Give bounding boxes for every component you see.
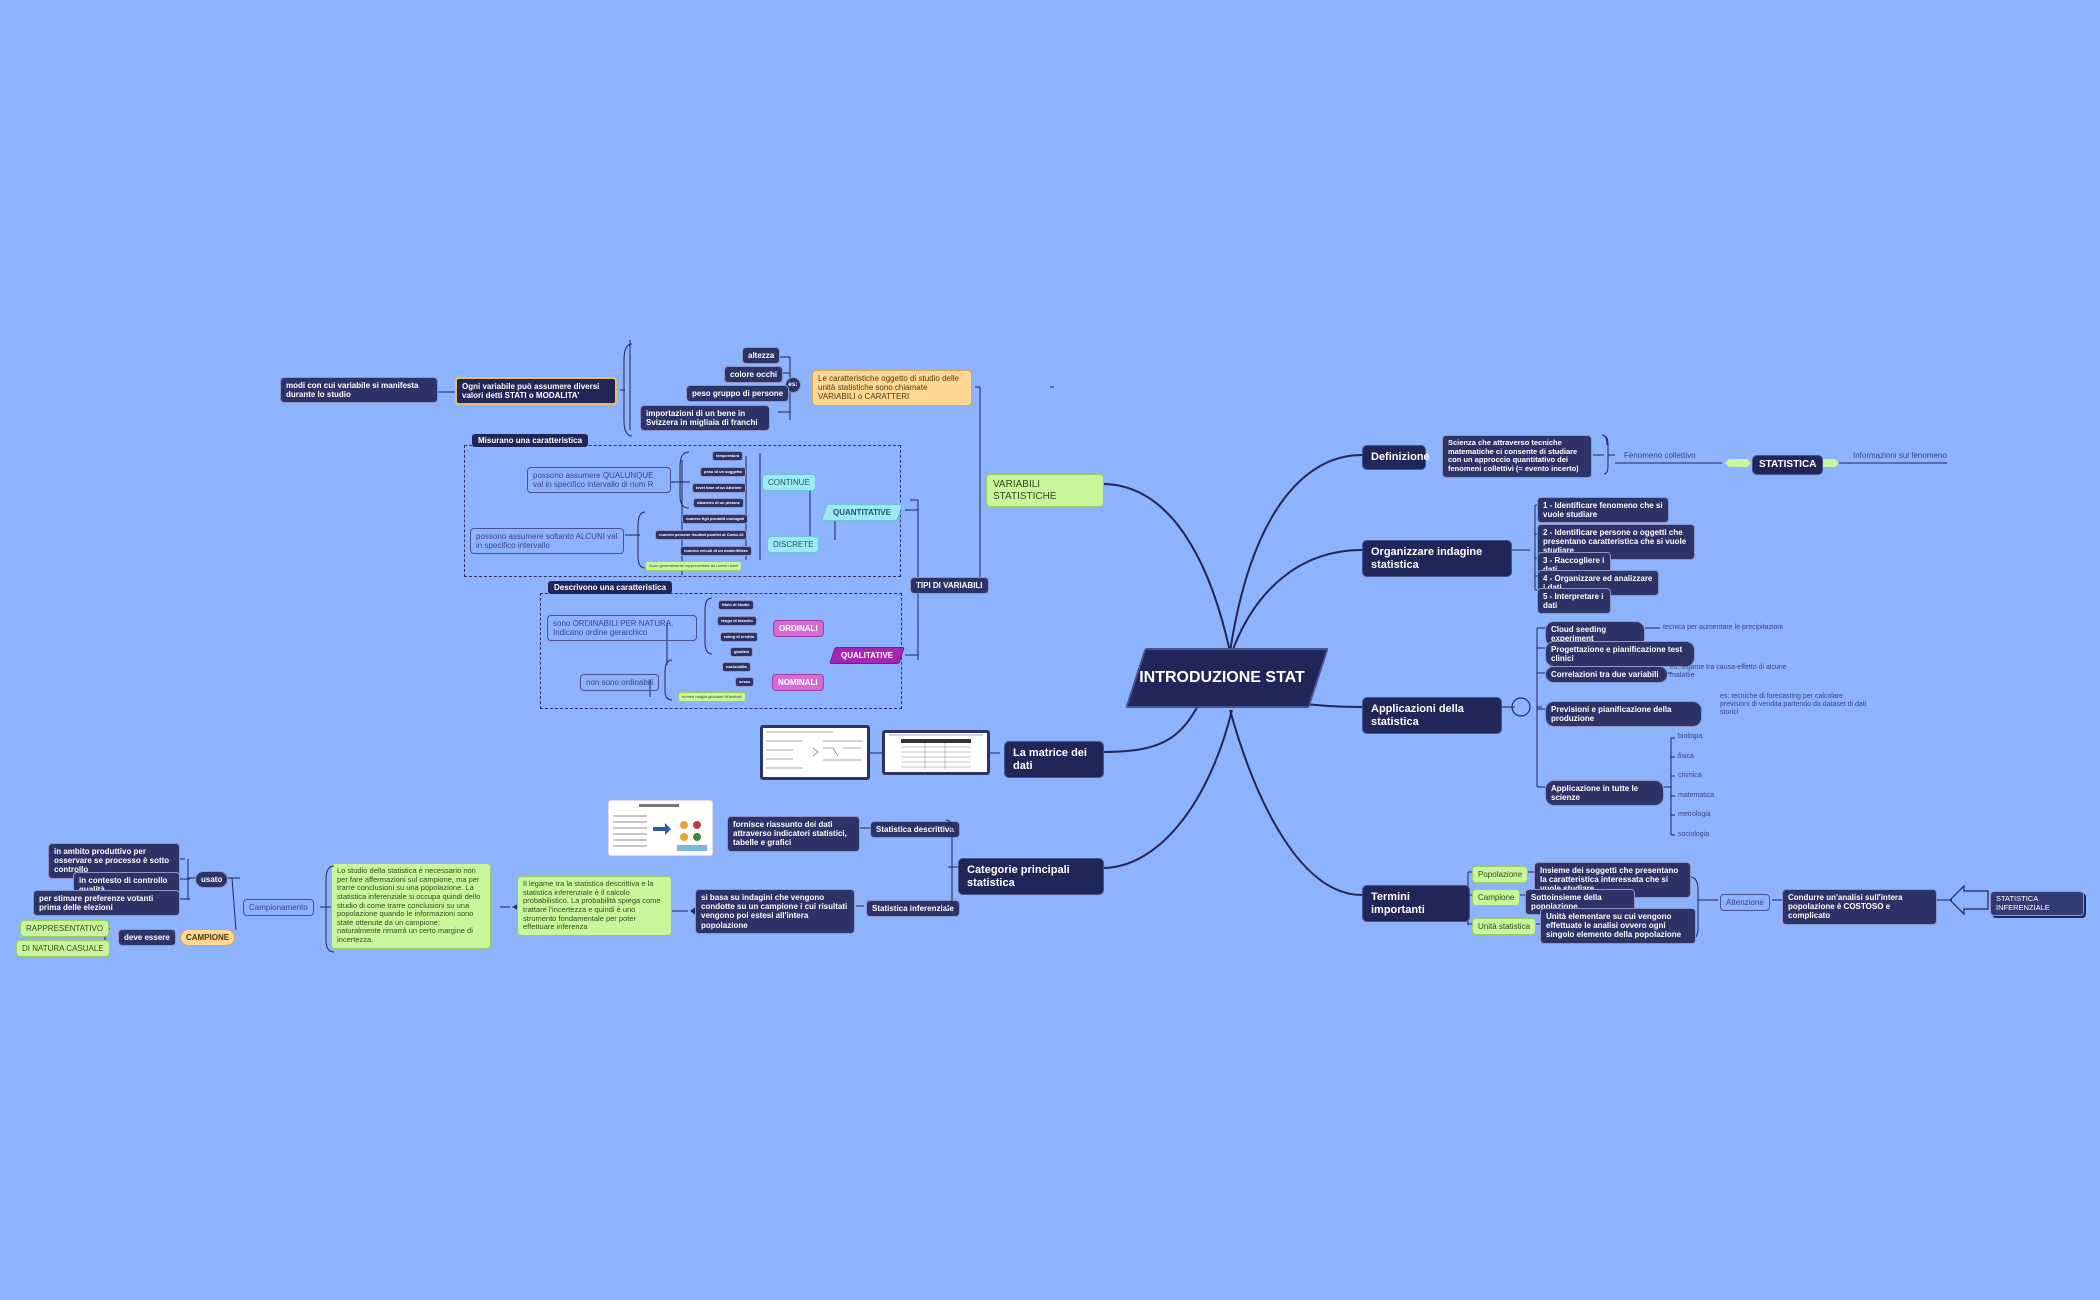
test-clinici: Progettazione e pianificazione test clin…	[1545, 641, 1695, 668]
campionamento-node[interactable]: Campionamento	[243, 899, 314, 917]
attenzione-text: Condurre un'analisi sull'intera popolazi…	[1782, 889, 1937, 925]
step-1: 1 - Identificare fenomeno che si vuole s…	[1537, 497, 1669, 524]
continue-node[interactable]: CONTINUE	[762, 474, 816, 492]
usato-node: usato	[195, 871, 229, 889]
rappresentativo-tag: RAPPRESENTATIVO	[20, 920, 110, 938]
esempio-colore: colore occhi	[724, 366, 784, 384]
continue-ex-2: level time of an Athelete	[692, 483, 746, 494]
step-5: 5 - Interpretare i dati	[1537, 588, 1611, 615]
modalita-node: Ogni variabile può assumere diversi valo…	[455, 377, 617, 406]
continue-desc: possono assumere QUALUNQUE val in specif…	[527, 467, 671, 494]
discrete-ex-0: numero figli prodotti coniugati	[682, 514, 748, 525]
cloud-seeding-note: tecnica per aumentare le precipitazioni	[1663, 624, 1783, 631]
nominali-note: numeri maglia giocatori di football	[678, 692, 746, 703]
caratteristiche-node: Le caratteristiche oggetto di studio del…	[812, 370, 972, 406]
continue-ex-3: diametro di un pistone	[693, 498, 744, 509]
scienza-matematica: matematica	[1678, 792, 1715, 799]
unita-def: Unità elementare su cui vengono effettua…	[1540, 908, 1696, 944]
nominali-ex-0: nazionalità	[722, 662, 751, 673]
informazioni-label: Informazioni sul fenomeno	[1853, 451, 1947, 460]
modi-node: modi con cui variabile si manifesta dura…	[280, 377, 438, 404]
ordinali-ex-0: titolo di studio	[718, 600, 754, 611]
scienza-biologia: biologia	[1678, 733, 1703, 740]
categorie-node[interactable]: Categorie principali statistica	[958, 858, 1104, 896]
discrete-note: Sono generalmente rappresentate da numer…	[645, 561, 743, 572]
step-2: 2 - Identificare persone o oggetti che p…	[1537, 524, 1695, 560]
statistica-inferenziale-tag: STATISTICA INFERENZIALE	[1990, 891, 2084, 917]
nominali-node[interactable]: NOMINALI	[772, 674, 824, 692]
ordinali-node[interactable]: ORDINALI	[773, 620, 824, 638]
nominali-desc: non sono ordinabili	[580, 674, 660, 692]
campione-tag: Campione	[1472, 889, 1521, 907]
popolazione-tag: Popolazione	[1472, 866, 1529, 884]
esempio-importazioni: importazioni di un bene in Svizzera in m…	[640, 405, 770, 432]
continue-ex-0: temperatura	[712, 451, 744, 462]
scienza-metrologia: metrologia	[1678, 811, 1711, 818]
descrittiva-node[interactable]: Statistica descrittiva	[870, 821, 960, 839]
correlazioni: Correlazioni tra due variabili	[1545, 666, 1668, 684]
scienza-chimica: chimica	[1678, 772, 1702, 779]
ordinali-ex-1: rango di tassello	[717, 616, 757, 627]
definizione-text: Scienza che attraverso tecniche matemati…	[1442, 435, 1592, 478]
discrete-ex-2: numero veicoli di un dealer/filiera	[680, 546, 752, 557]
termini-node[interactable]: Termini importanti	[1362, 885, 1470, 923]
esempio-altezza: altezza	[742, 347, 781, 365]
descrittiva-image	[608, 800, 713, 856]
misurano-tag: Misurano una caratteristica	[472, 434, 589, 447]
ordinali-desc: sono ORDINABILI PER NATURA. Indicano ord…	[547, 615, 697, 642]
discrete-ex-1: numero persone risultati positivi al Cov…	[655, 530, 748, 541]
ordinali-ex-3: giudizio	[730, 647, 754, 658]
correlazioni-note: es: legame tra causa-effetto di alcune m…	[1670, 664, 1787, 680]
tipi-variabili-node[interactable]: TIPI DI VARIABILI	[910, 577, 989, 595]
variabili-node[interactable]: VARIABILI STATISTICHE	[986, 474, 1104, 507]
organizzare-node[interactable]: Organizzare indagine statistica	[1362, 540, 1512, 578]
attenzione-tag: Attenzione	[1720, 894, 1770, 912]
nominali-ex-1: sesso	[735, 677, 755, 688]
unita-tag: Unità statistica	[1472, 918, 1537, 936]
continue-ex-1: peso di un soggetto	[700, 467, 746, 478]
deve-essere-node: deve essere	[118, 929, 176, 947]
statistica-node[interactable]: STATISTICA	[1752, 455, 1824, 475]
uso-2: per stimare preferenze votanti prima del…	[33, 890, 180, 917]
campione-node[interactable]: CAMPIONE	[180, 929, 236, 947]
casuale-tag: DI NATURA CASUALE	[16, 940, 110, 958]
ordinali-ex-2: rating di credito	[720, 632, 759, 643]
matrice-image-2	[882, 730, 990, 775]
fenomeno-collettivo-label: Fenomeno collettivo	[1624, 451, 1696, 460]
inferenziale-text: si basa su indagini che vengono condotte…	[695, 889, 855, 934]
studio-text: Lo studio della statistica è necessario …	[331, 863, 491, 949]
esempio-peso: peso gruppo di persone	[686, 385, 790, 403]
descrittiva-text: fornisce riassunto dei dati attraverso i…	[727, 816, 860, 852]
scienza-fisica: fisica	[1678, 753, 1694, 760]
descrivono-tag: Descrivono una caratteristica	[548, 581, 673, 594]
applicazioni-node[interactable]: Applicazioni della statistica	[1362, 697, 1502, 735]
previsioni-note: es: tecniche di forecasting per calcolar…	[1720, 693, 1867, 717]
discrete-node[interactable]: DISCRETE	[767, 536, 820, 554]
scienza-sociologia: sociologia	[1678, 831, 1710, 838]
legame-text: Il legame tra la statistica descrittiva …	[517, 876, 672, 936]
inferenziale-node[interactable]: Statistica inferenziale	[866, 900, 960, 918]
scienze: Applicazione in tutte le scienze	[1545, 780, 1664, 807]
discrete-desc: possono assumere soltanto ALCUNI val in …	[470, 528, 624, 555]
matrice-image-1	[760, 725, 870, 780]
previsioni: Previsioni e pianificazione della produz…	[1545, 701, 1702, 728]
matrice-node[interactable]: La matrice dei dati	[1004, 741, 1104, 779]
quantitative-group	[464, 445, 901, 577]
definizione-node[interactable]: Definizione	[1362, 445, 1430, 470]
